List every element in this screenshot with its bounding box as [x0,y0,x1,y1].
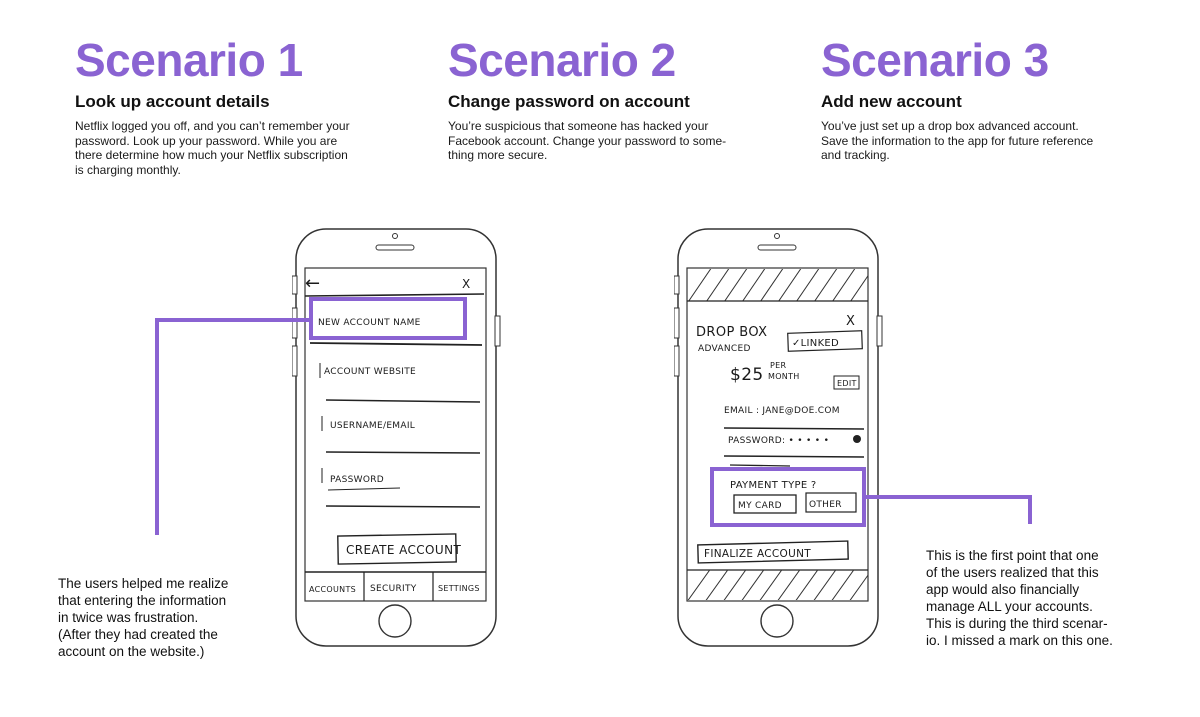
scenario-2: Scenario 2 Change password on account Yo… [448,34,778,163]
linked-badge [787,330,863,352]
scenario-title: Scenario 2 [448,34,676,86]
scenario-description: You’ve just set up a drop box advanced a… [821,119,1094,162]
scenario-title: Scenario 3 [821,34,1049,86]
scenario-subtitle: Add new account [821,92,962,111]
tab-accounts[interactable]: ACCOUNTS [309,585,356,594]
username-email-field[interactable]: USERNAME/EMAIL [330,421,415,431]
home-button-icon [760,604,794,638]
payment-type-label: PAYMENT TYPE ? [730,480,817,491]
finalize-account-button[interactable] [697,540,849,564]
speaker-icon [375,244,415,251]
callout-connector-left [155,318,311,535]
camera-icon [774,233,780,239]
linked-label: ✓LINKED [792,338,839,349]
other-label: OTHER [809,500,842,510]
scenario-1: Scenario 1 Look up account details Netfl… [75,34,405,177]
phone-mockup-new-account: ← X NEW ACCOUNT NAME ACCOUNT WEBSITE USE… [292,228,502,648]
create-account-label: CREATE ACCOUNT [346,543,461,557]
my-card-label: MY CARD [738,501,782,511]
reveal-password-icon[interactable] [853,435,861,443]
scenario-description: You’re suspicious that someone has hacke… [448,119,727,162]
callout-connector-right [864,495,1032,524]
scenario-description: Netflix logged you off, and you can’t re… [75,119,350,177]
tab-security[interactable]: SECURITY [370,584,417,594]
close-icon[interactable]: X [846,314,855,329]
password-value[interactable]: PASSWORD: • • • • • [728,436,829,446]
edit-label: EDIT [837,379,857,388]
tab-settings[interactable]: SETTINGS [438,584,480,593]
account-website-field[interactable]: ACCOUNT WEBSITE [324,367,416,377]
finalize-account-label: FINALIZE ACCOUNT [704,548,811,560]
price-month: MONTH [768,372,800,381]
back-arrow-icon[interactable]: ← [305,273,320,294]
phone-frame: ← X NEW ACCOUNT NAME ACCOUNT WEBSITE USE… [292,228,501,647]
scenario-subtitle: Look up account details [75,92,270,111]
footer-hatch [687,570,868,600]
home-button-icon [378,604,412,638]
note-right: This is the first point that one of the … [926,548,1113,648]
close-icon[interactable]: X [462,277,471,291]
account-subtitle: ADVANCED [698,344,751,354]
note-left: The users helped me realize that enterin… [58,576,229,659]
edit-button[interactable] [833,375,860,390]
scenario-3: Scenario 3 Add new account You’ve just s… [821,34,1151,163]
price-per: PER [770,361,786,370]
password-field[interactable]: PASSWORD [330,475,384,485]
scenario-subtitle: Change password on account [448,92,690,111]
phone-frame: DROP BOX ADVANCED X ✓LINKED $25 PER MONT… [674,228,883,647]
speaker-icon [757,244,797,251]
price-amount: $25 [730,365,764,385]
create-account-button[interactable] [337,533,457,565]
new-account-name-field[interactable]: NEW ACCOUNT NAME [318,318,421,328]
account-title: DROP BOX [696,325,767,340]
camera-icon [392,233,398,239]
scenario-title: Scenario 1 [75,34,303,86]
phone-mockup-dropbox: DROP BOX ADVANCED X ✓LINKED $25 PER MONT… [674,228,884,648]
email-value[interactable]: EMAIL : JANE@DOE.COM [724,406,840,416]
